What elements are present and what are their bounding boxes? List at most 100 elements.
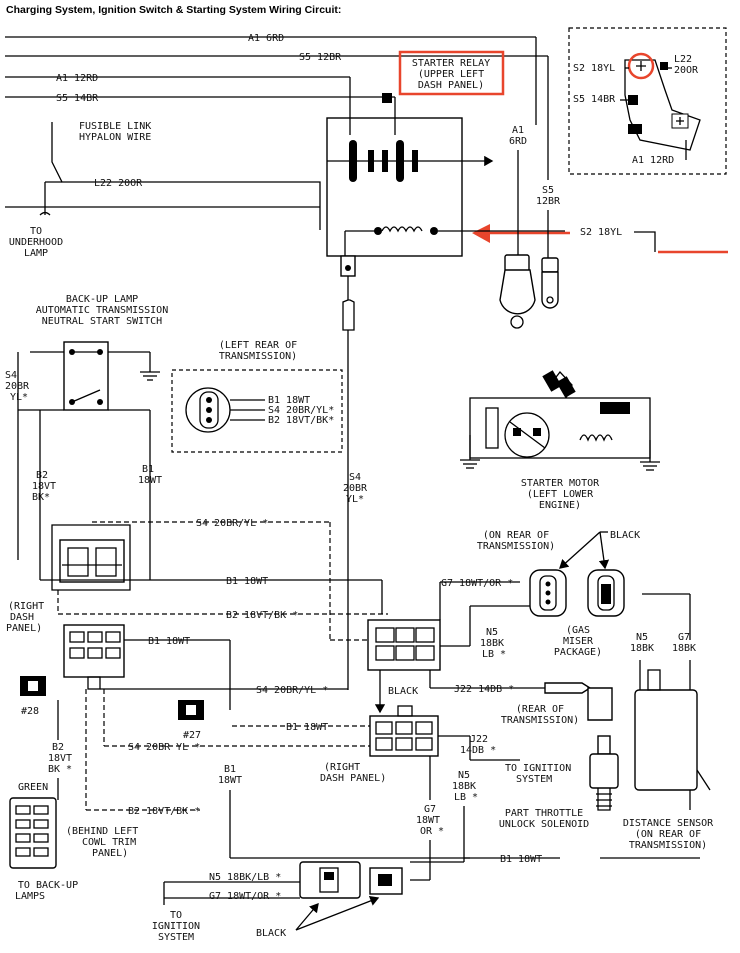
label-behind-left-2: COWL TRIM <box>82 837 136 848</box>
relay-connector-inset <box>568 27 727 175</box>
label-lower-s4: S4 20BR/YL * <box>256 685 328 696</box>
label-harness-b1: B1 18WT <box>226 576 268 587</box>
label-to-backup-2: LAMPS <box>15 891 45 902</box>
starter-relay-highlight-box <box>398 50 505 96</box>
label-mid-b1: B1 18WT <box>286 722 328 733</box>
left-c-connector <box>51 524 131 591</box>
label-s5-12br: S5 12BR <box>299 52 342 63</box>
label-lower-g7-18wt: 18WT <box>416 815 440 826</box>
label-trans-s4: S4 20BR/YL* <box>268 405 334 416</box>
label-inset-a1: A1 12RD <box>632 155 674 166</box>
label-left-b2: B2 <box>36 470 48 481</box>
label-distance-sensor: DISTANCE SENSOR <box>623 818 714 829</box>
label-left-b1: B1 <box>142 464 154 475</box>
label-inset-l22: L22 <box>674 54 692 65</box>
gas-miser-connectors <box>529 569 625 617</box>
label-left-s4: S4 <box>5 370 17 381</box>
wire-l22-20or <box>51 122 290 183</box>
label-bottom-black: BLACK <box>256 928 286 939</box>
label-g7r: G7 <box>678 632 690 643</box>
part-throttle-solenoid <box>589 735 619 811</box>
label-package: PACKAGE) <box>554 647 602 658</box>
label-inset-20or: 20OR <box>674 65 699 76</box>
label-underhood-3: LAMP <box>24 248 48 259</box>
label-starter-motor-loc-1: (LEFT LOWER <box>527 489 594 500</box>
label-connector-28: #28 <box>21 706 39 717</box>
label-hypalon-wire: HYPALON WIRE <box>79 132 151 143</box>
distance-sensor <box>634 660 711 810</box>
label-lower-b1v-18wt: 18WT <box>218 775 242 786</box>
label-g7r-18bk: 18BK <box>672 643 696 654</box>
ignition-connector <box>369 705 439 757</box>
label-lower-g7: G7 <box>424 804 436 815</box>
label-harness-black: BLACK <box>388 686 418 697</box>
label-l22-20or: L22 20OR <box>94 178 143 189</box>
label-starter-relay: STARTER RELAY <box>412 58 490 69</box>
label-mid-20br: 20BR <box>343 483 368 494</box>
label-to-ignition-1: TO IGNITION <box>505 763 571 774</box>
label-trans-b1: B1 18WT <box>268 395 310 406</box>
label-gas: (GAS <box>566 625 590 636</box>
label-left-20br: 20BR <box>5 381 30 392</box>
label-underhood-1: TO <box>30 226 42 237</box>
label-nss: NEUTRAL START SWITCH <box>42 316 162 327</box>
label-on-rear-1: (ON REAR OF <box>483 530 549 541</box>
label-backup-lamp: BACK-UP LAMP <box>66 294 138 305</box>
label-part-throttle: PART THROTTLE <box>505 808 583 819</box>
label-right-dash-panel-1: (RIGHT <box>324 762 360 773</box>
label-inset-s2: S2 18YL <box>573 63 615 74</box>
right-dash-connector <box>63 624 125 690</box>
label-lower-b2-18vt: 18VT <box>48 753 72 764</box>
label-left-18vt: 18VT <box>32 481 56 492</box>
label-to-ign2-2: IGNITION <box>152 921 200 932</box>
label-vert-6rd: 6RD <box>509 136 527 147</box>
label-starter-relay-loc-1: (UPPER LEFT <box>418 69 484 80</box>
label-lower-b2-bk: BK * <box>48 764 72 775</box>
label-starter-motor-loc-2: ENGINE) <box>539 500 581 511</box>
label-distance-loc-2: TRANSMISSION) <box>629 840 707 851</box>
label-rear-trans-2: TRANSMISSION) <box>501 715 579 726</box>
label-to-ign2-3: SYSTEM <box>158 932 194 943</box>
label-lower-n5: N5 <box>458 770 470 781</box>
label-lower-b2: B2 <box>52 742 64 753</box>
trans-connector <box>185 387 265 433</box>
diagram-title: Charging System, Ignition Switch & Start… <box>6 4 342 16</box>
label-underhood-2: UNDERHOOD <box>9 237 63 248</box>
relay-pointer-arrow <box>472 224 490 243</box>
neutral-start-switch <box>17 341 160 560</box>
label-starter-motor: STARTER MOTOR <box>521 478 600 489</box>
label-harness-b2: B2 18VT/BK * <box>226 610 298 621</box>
starter-relay <box>326 117 494 277</box>
label-green: GREEN <box>18 782 48 793</box>
label-on-rear-black: BLACK <box>610 530 640 541</box>
backup-lamp-connector <box>9 797 57 869</box>
label-n5r: N5 <box>636 632 648 643</box>
label-harness-j22: J22 14DB * <box>454 684 514 695</box>
label-mid-yl: YL* <box>346 494 364 505</box>
label-lower-g7-or: OR * <box>420 826 444 837</box>
label-mid-s4: S4 20BR YL * <box>128 742 200 753</box>
label-auto-trans: AUTOMATIC TRANSMISSION <box>36 305 168 316</box>
label-right-dash-3: PANEL) <box>6 623 42 634</box>
label-lower-b1: B1 18WT <box>148 636 190 647</box>
label-j22-14db: 14DB * <box>460 745 496 756</box>
label-s5-14br: S5 14BR <box>56 93 99 104</box>
label-harness-s4: S4 20BR/YL * <box>196 518 268 529</box>
label-s2-18yl: S2 18YL <box>580 227 622 238</box>
label-connector-27: #27 <box>183 730 201 741</box>
label-left-yl: YL* <box>10 392 28 403</box>
label-lower-n5-18bk: 18BK <box>452 781 476 792</box>
label-miser: MISER <box>563 636 594 647</box>
label-fusible-link: FUSIBLE LINK <box>79 121 151 132</box>
label-lower-n5-lb: LB * <box>454 792 478 803</box>
label-right-dash-panel-2: DASH PANEL) <box>320 773 386 784</box>
label-starter-relay-loc-2: DASH PANEL) <box>418 80 484 91</box>
label-bottom-b2: B2 18VT/BK * <box>128 806 200 817</box>
label-to-backup-1: TO BACK-UP <box>18 880 78 891</box>
label-harness-n5: N5 <box>486 627 498 638</box>
battery-cable-lugs <box>499 254 559 329</box>
label-distance-loc-1: (ON REAR OF <box>635 829 701 840</box>
label-vert-12br: 12BR <box>536 196 561 207</box>
label-right-dash-2: DASH <box>10 612 34 623</box>
